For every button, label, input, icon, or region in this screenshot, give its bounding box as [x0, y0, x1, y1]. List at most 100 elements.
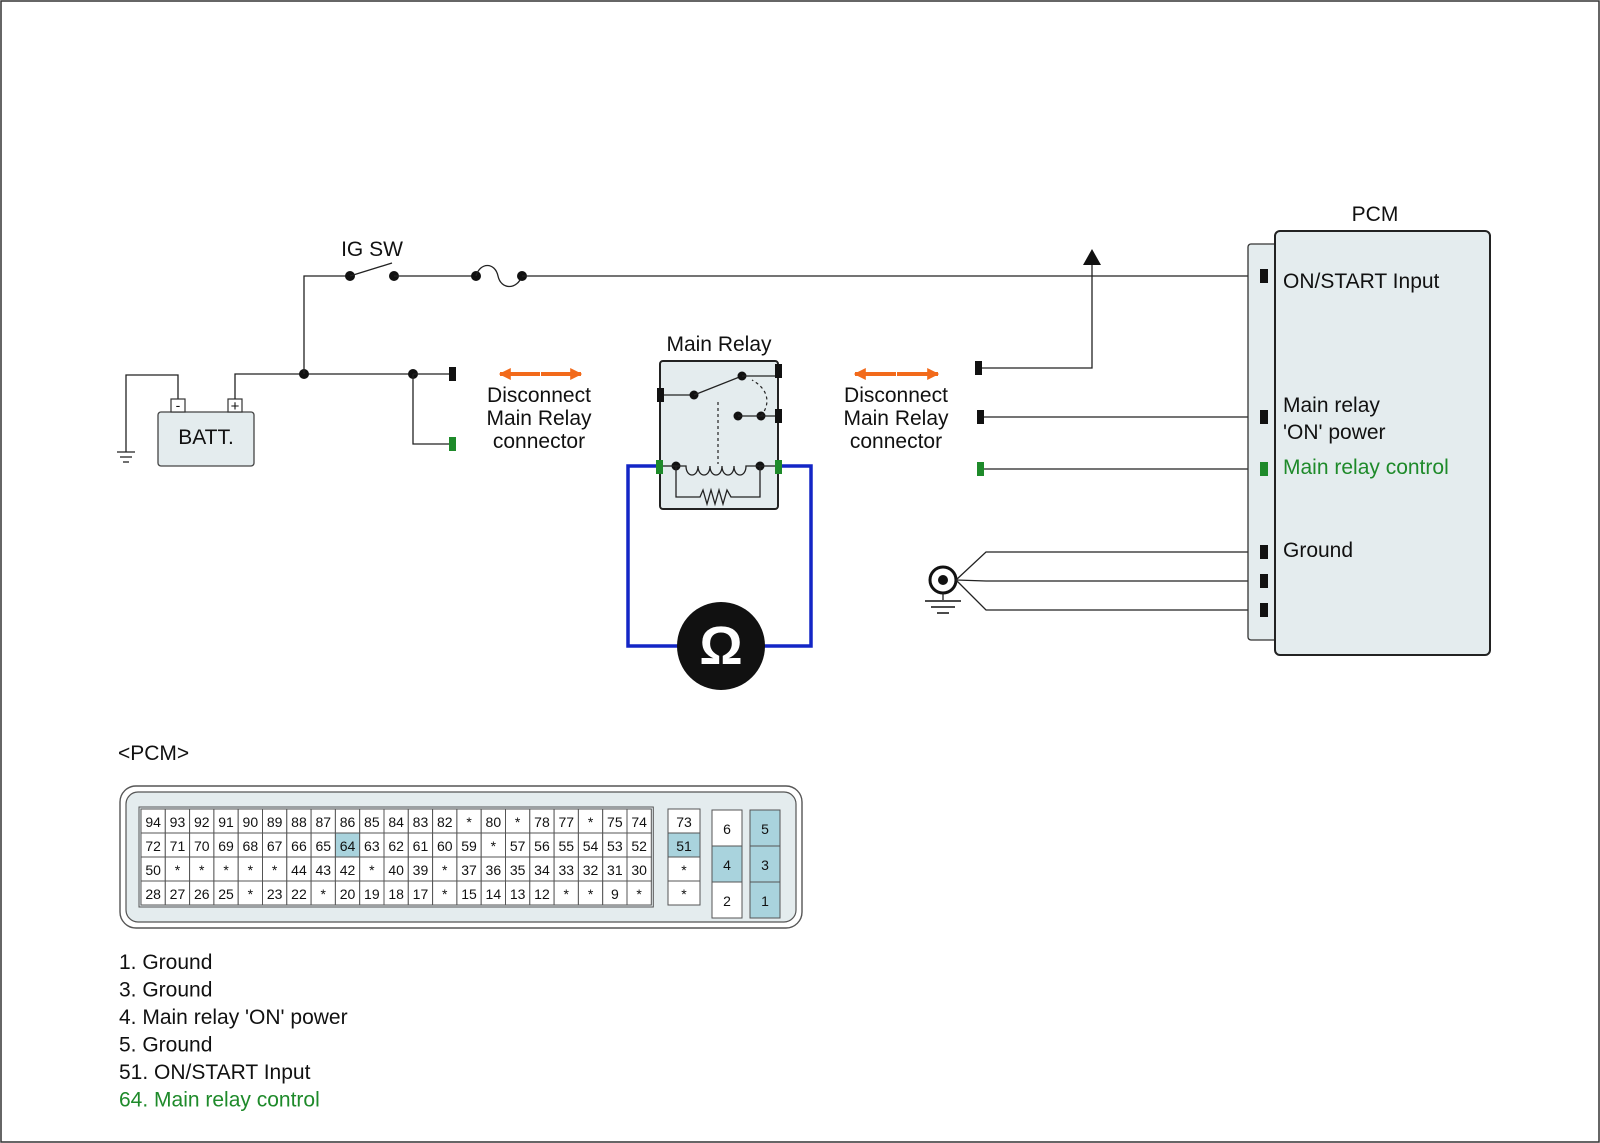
- pin-23: 23: [267, 886, 283, 902]
- pin-42: 42: [340, 862, 356, 878]
- pin-unused: *: [588, 886, 594, 902]
- disconnect-right-line3: connector: [850, 430, 942, 453]
- pin-50: 50: [145, 862, 161, 878]
- pin-64-cell: [334, 832, 361, 858]
- pin-unused: *: [588, 814, 594, 830]
- main-relay: Main Relay: [656, 333, 782, 510]
- pin-9-cell: [602, 880, 628, 906]
- pin-legend-item: 5. Ground: [119, 1034, 212, 1057]
- pin-43: 43: [315, 862, 331, 878]
- left-connector-pin-black: [449, 367, 456, 381]
- pin-84: 84: [388, 814, 404, 830]
- disconnect-left: Disconnect Main Relay connector: [486, 368, 592, 453]
- pin-40: 40: [388, 862, 404, 878]
- pin-unused: *: [248, 886, 254, 902]
- power-pin-2-cell: [711, 881, 743, 919]
- pcm-body: [1274, 230, 1491, 656]
- pin-94: 94: [145, 814, 161, 830]
- power-pin-1-cell: [749, 881, 781, 919]
- pin-unused: *: [636, 886, 642, 902]
- pin-27: 27: [170, 886, 186, 902]
- pin-18: 18: [388, 886, 404, 902]
- pin-59-cell: [456, 832, 482, 858]
- pin-90: 90: [243, 814, 259, 830]
- pin-69: 69: [218, 838, 234, 854]
- pin-60: 60: [437, 838, 453, 854]
- pin-unused: *: [199, 862, 205, 878]
- pin-unused: *: [564, 886, 570, 902]
- pin-12: 12: [534, 886, 550, 902]
- pin-15: 15: [461, 886, 477, 902]
- pcm-on-start-input: ON/START Input: [1283, 270, 1440, 293]
- pin-unused-cell: [456, 808, 482, 834]
- pin-22: 22: [291, 886, 307, 902]
- pin-33: 33: [558, 862, 574, 878]
- pin-18-cell: [383, 880, 409, 906]
- pin-51: 51: [676, 838, 692, 854]
- pin-67: 67: [267, 838, 283, 854]
- pin-59: 59: [461, 838, 477, 854]
- pin-20-cell: [334, 880, 361, 906]
- pin-62: 62: [388, 838, 404, 854]
- main-relay-title: Main Relay: [666, 333, 772, 356]
- pin-31: 31: [607, 862, 623, 878]
- pin-72: 72: [145, 838, 161, 854]
- pin-legend-item: 3. Ground: [119, 979, 212, 1002]
- pin-unused-cell: [667, 856, 701, 882]
- pin-55: 55: [558, 838, 574, 854]
- pin-28: 28: [145, 886, 161, 902]
- pin-unused: *: [491, 838, 497, 854]
- pin-87: 87: [315, 814, 331, 830]
- pin-89: 89: [267, 814, 283, 830]
- main-relay-box: [659, 360, 779, 510]
- pcm-main-relay-power-line2: 'ON' power: [1283, 421, 1386, 444]
- pin-66: 66: [291, 838, 307, 854]
- pin-65: 65: [315, 838, 331, 854]
- pin-55-cell: [553, 832, 579, 858]
- pin-33-cell: [553, 856, 579, 882]
- power-pin-1: 1: [761, 893, 769, 909]
- pin-63-cell: [359, 832, 385, 858]
- battery-neg-terminal: [170, 398, 186, 413]
- pin-unused: *: [321, 886, 327, 902]
- pin-unused-cell: [164, 856, 191, 882]
- pin-28-cell: [140, 880, 166, 906]
- pin-unused: *: [515, 814, 521, 830]
- pin-52-cell: [626, 832, 652, 858]
- pin-52: 52: [631, 838, 647, 854]
- pin-73: 73: [676, 814, 692, 830]
- left-connector-pin-green: [449, 437, 456, 451]
- pcm-main-relay-control: Main relay control: [1283, 456, 1449, 479]
- pin-61: 61: [413, 838, 429, 854]
- pin-23-cell: [262, 880, 288, 906]
- ohmmeter-body: [677, 602, 765, 690]
- pin-70: 70: [194, 838, 210, 854]
- power-pin-4: 4: [723, 857, 731, 873]
- disconnect-right-line2: Main Relay: [843, 407, 949, 430]
- pin-56: 56: [534, 838, 550, 854]
- pin-37: 37: [461, 862, 477, 878]
- pin-unused: *: [369, 862, 375, 878]
- pin-90-cell: [237, 808, 263, 834]
- pin-93: 93: [170, 814, 186, 830]
- pin-27-cell: [164, 880, 191, 906]
- disconnect-left-line3: connector: [493, 430, 585, 453]
- pin-15-cell: [456, 880, 482, 906]
- power-pin-3-cell: [749, 845, 781, 883]
- pin-60-cell: [432, 832, 458, 858]
- ohm-symbol: Ω: [699, 616, 742, 676]
- pcm-main-relay-power-line1: Main relay: [1283, 394, 1380, 417]
- pin-20: 20: [340, 886, 356, 902]
- pin-78: 78: [534, 814, 550, 830]
- pin-30: 30: [631, 862, 647, 878]
- ig-sw-label: IG SW: [341, 238, 403, 261]
- ohmmeter: Ω: [626, 464, 813, 690]
- pin-78-cell: [529, 808, 555, 834]
- battery-box: [157, 411, 255, 467]
- pcm-ground: Ground: [1283, 539, 1353, 562]
- pin-92: 92: [194, 814, 210, 830]
- pin-legend-item: 1. Ground: [119, 951, 212, 974]
